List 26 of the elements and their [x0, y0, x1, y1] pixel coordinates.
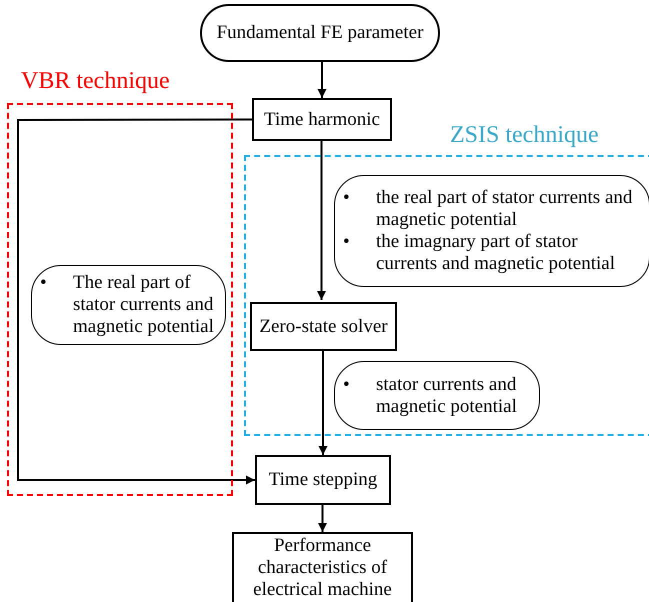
process-box: [232, 532, 413, 602]
box-text: Performance characteristics of electrical machine: [252, 535, 393, 601]
bullet-mark: •: [40, 272, 47, 295]
bullet-text: The real part of stator currents and magnetic potential: [73, 272, 215, 338]
bullet-text: stator currents and magnetic potential: [376, 374, 518, 418]
box-text: Time harmonic: [263, 108, 381, 130]
arrow: [318, 62, 326, 98]
bullet-mark: •: [343, 231, 350, 254]
group-heading: VBR technique: [21, 69, 170, 93]
arrow: [317, 141, 326, 300]
box-text: Time stepping: [268, 469, 378, 491]
arrow: [17, 118, 255, 484]
note-bubble: [334, 175, 649, 287]
bullet-mark: •: [343, 187, 350, 210]
process-box: [250, 302, 397, 351]
note-bubble: [31, 265, 226, 345]
box-text: Zero-state solver: [258, 316, 389, 338]
bullet-mark: •: [343, 374, 350, 396]
arrow: [318, 505, 327, 532]
bullet-text: the imagnary part of stator currents and magnetic potential: [376, 231, 616, 275]
arrow: [318, 349, 328, 455]
box-text: Fundamental FE parameter: [216, 22, 424, 44]
note-bubble: [334, 361, 540, 430]
process-box: [252, 98, 392, 141]
process-box: [255, 455, 391, 505]
group-heading: ZSIS technique: [450, 123, 599, 147]
